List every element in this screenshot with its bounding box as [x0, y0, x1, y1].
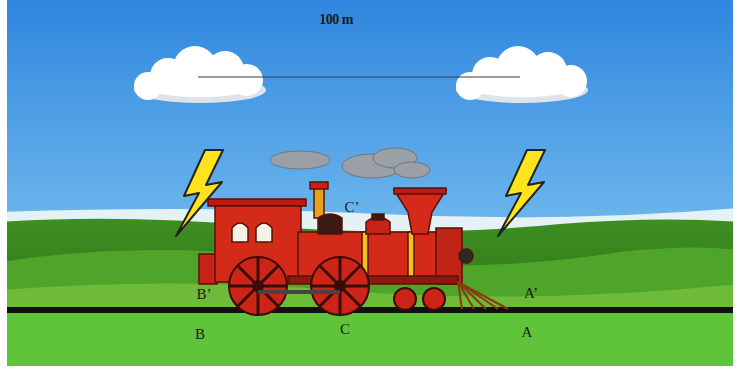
- cowcatcher: [458, 282, 508, 309]
- point-label: B: [195, 327, 205, 342]
- landscape: [7, 283, 733, 312]
- landscape: [7, 0, 733, 366]
- smoke: [394, 162, 430, 178]
- locomotive: [459, 249, 473, 263]
- locomotive: [314, 188, 324, 218]
- locomotive: [394, 188, 446, 194]
- locomotive: [318, 214, 342, 234]
- wheel: [394, 288, 416, 310]
- locomotive: [372, 214, 384, 220]
- cloud-right: [464, 75, 580, 97]
- wheel: [311, 257, 369, 315]
- locomotive: [408, 232, 414, 282]
- cloud-right: [456, 46, 588, 103]
- locomotive: [232, 223, 248, 242]
- locomotive: [394, 190, 446, 234]
- point-label: A: [522, 325, 533, 340]
- smoke: [270, 148, 430, 178]
- wheel: [258, 290, 340, 294]
- cloud-left: [142, 75, 258, 97]
- landscape: [7, 307, 733, 313]
- point-label: C: [340, 322, 350, 337]
- wheel: [229, 257, 287, 315]
- point-label: A’: [524, 286, 538, 301]
- cloud-left: [134, 46, 266, 103]
- locomotive: [310, 182, 328, 189]
- locomotive: [208, 199, 306, 206]
- wheel: [253, 281, 263, 291]
- point-label: C’: [345, 200, 360, 215]
- wheel: [335, 281, 345, 291]
- distance-label: 100 m: [319, 13, 353, 27]
- wheel: [423, 288, 445, 310]
- wheel: [312, 258, 368, 314]
- lightning-bolt: [498, 150, 545, 236]
- landscape: [7, 0, 733, 366]
- wheel: [229, 257, 445, 315]
- cowcatcher: [458, 282, 508, 309]
- smoke: [270, 151, 330, 169]
- distance-line: [198, 76, 520, 77]
- point-label: B’: [197, 287, 212, 302]
- wheel: [230, 258, 286, 314]
- locomotive: [256, 223, 272, 242]
- landscape: [7, 313, 733, 366]
